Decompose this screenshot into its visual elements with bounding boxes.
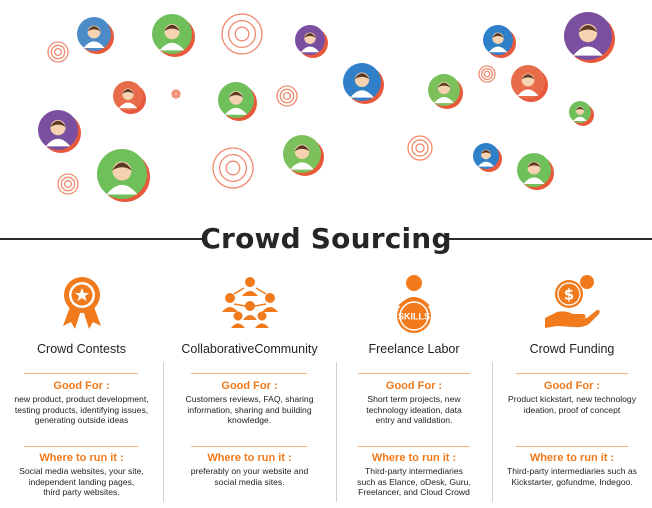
column-title: CollaborativeCommunity xyxy=(181,342,318,356)
heading-rule xyxy=(24,446,138,447)
where-text: preferably on your website and social me… xyxy=(165,466,334,487)
text-line: Short term projects, new xyxy=(367,394,461,404)
avatar xyxy=(483,25,516,58)
target-ring xyxy=(47,41,69,63)
avatar xyxy=(152,14,195,57)
where-heading: Where to run it : xyxy=(207,452,292,464)
good-for-heading: Good For : xyxy=(385,380,443,392)
good-for-heading: Good For : xyxy=(543,380,601,392)
text-line: knowledge. xyxy=(227,415,272,426)
hand-money-icon: $ xyxy=(545,275,600,328)
column-crowd-contests: Crowd Contests Good For : new product, p… xyxy=(0,270,163,508)
avatar xyxy=(343,63,384,104)
community-network-icon xyxy=(221,277,278,328)
avatar xyxy=(218,82,257,121)
text-line: information, sharing and building xyxy=(187,404,312,415)
avatar xyxy=(295,25,328,58)
text-line: Third-party intermediaries such as xyxy=(507,466,637,476)
title-line-left xyxy=(0,238,205,240)
target-ring xyxy=(57,173,79,195)
column-divider xyxy=(163,362,164,502)
where-text: Third-party intermediaries such as Kicks… xyxy=(494,466,650,487)
column-collaborative-community: CollaborativeCommunity Good For : Custom… xyxy=(163,270,336,508)
where-text: Social media websites, your site, indepe… xyxy=(2,466,161,498)
heading-rule xyxy=(516,373,628,374)
heading-rule xyxy=(191,373,307,374)
text-line: Third-party intermediaries xyxy=(365,466,463,476)
page-title: Crowd Sourcing xyxy=(200,222,452,255)
column-crowd-funding: $ Crowd Funding Good For : Product kicks… xyxy=(492,270,652,508)
text-line: third party websites. xyxy=(43,487,120,498)
text-line: Kickstarter, gofundme, Indegoo. xyxy=(511,476,633,487)
avatar-cloud xyxy=(38,12,615,202)
avatar xyxy=(113,81,146,114)
avatar xyxy=(283,135,324,176)
target-ring xyxy=(212,147,254,189)
avatar xyxy=(428,74,463,109)
text-line: generating outside ideas xyxy=(34,415,129,426)
svg-text:$: $ xyxy=(564,286,574,304)
avatar xyxy=(517,153,554,190)
where-heading: Where to run it : xyxy=(371,452,457,464)
avatar xyxy=(511,65,548,102)
where-heading: Where to run it : xyxy=(529,452,615,464)
text-line: Product kickstart, new technology xyxy=(507,394,636,404)
target-ring xyxy=(276,85,298,107)
column-title: Crowd Contests xyxy=(37,342,126,356)
heading-rule xyxy=(358,446,470,447)
good-for-text: new product, product development, testin… xyxy=(2,394,161,426)
good-for-text: Customers reviews, FAQ, sharing informat… xyxy=(165,394,334,426)
column-divider xyxy=(492,362,493,502)
heading-rule xyxy=(24,373,138,374)
award-ribbon-icon xyxy=(62,277,101,329)
column-freelance-labor: SKILLS Freelance Labor Good For : Short … xyxy=(336,270,492,508)
target-ring xyxy=(407,135,433,161)
column-title: Crowd Funding xyxy=(529,342,615,356)
avatar xyxy=(38,110,81,153)
avatar xyxy=(97,149,150,202)
good-for-heading: Good For : xyxy=(221,380,278,392)
heading-rule xyxy=(358,373,470,374)
text-line: social media sites. xyxy=(214,476,285,487)
heading-rule xyxy=(516,446,628,447)
target-ring xyxy=(478,65,496,83)
text-line: new product, product development, xyxy=(14,394,149,404)
where-heading: Where to run it : xyxy=(39,452,124,464)
column-divider xyxy=(336,362,337,502)
text-line: Social media websites, your site, xyxy=(19,466,144,476)
text-line: Freelancer, and Cloud Crowd xyxy=(358,487,470,498)
text-line: ideation, proof of concept xyxy=(523,404,621,415)
text-line: entry and validation. xyxy=(375,415,453,426)
skills-badge-text: SKILLS xyxy=(398,312,430,322)
avatar xyxy=(569,101,594,126)
text-line: Customers reviews, FAQ, sharing xyxy=(185,394,314,404)
avatar xyxy=(564,12,615,63)
text-line: such as Elance, oDesk, Guru, xyxy=(357,476,471,487)
avatar xyxy=(77,17,114,54)
where-text: Third-party intermediaries such as Elanc… xyxy=(338,466,490,498)
title-line-right xyxy=(448,238,652,240)
heading-rule xyxy=(191,446,307,447)
avatar xyxy=(473,143,502,172)
text-line: testing products, identifying issues, xyxy=(14,404,149,415)
good-for-heading: Good For : xyxy=(53,380,110,392)
column-title: Freelance Labor xyxy=(368,342,460,356)
target-ring xyxy=(221,13,263,55)
text-line: technology ideation, data xyxy=(366,404,462,415)
text-line: preferably on your website and xyxy=(190,466,309,476)
target-ring xyxy=(171,89,181,99)
text-line: independent landing pages, xyxy=(28,476,135,487)
good-for-text: Short term projects, new technology idea… xyxy=(338,394,490,426)
good-for-text: Product kickstart, new technology ideati… xyxy=(494,394,650,415)
skills-worker-icon: SKILLS xyxy=(397,275,431,333)
title-row: Crowd Sourcing xyxy=(0,210,652,260)
